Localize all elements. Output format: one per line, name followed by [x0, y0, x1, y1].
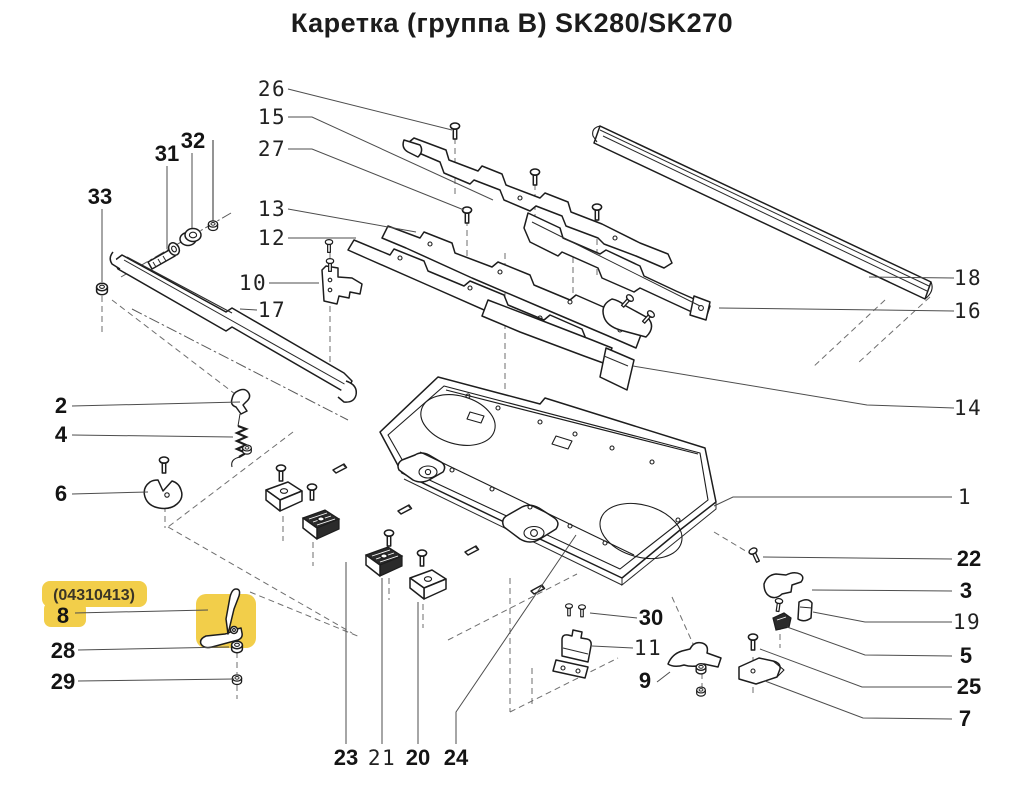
screw-25: [747, 633, 759, 651]
callout-32: 32: [181, 128, 205, 153]
cam-plate-13: [381, 225, 643, 349]
lever-3: [763, 571, 804, 613]
carriage-plate: [379, 376, 717, 587]
code-highlight-box: [42, 581, 147, 607]
leader-16: [718, 307, 955, 312]
leader-18: [868, 276, 955, 279]
bracket-11: [552, 603, 592, 679]
leader-27: [288, 148, 465, 211]
callout-24: 24: [444, 745, 469, 770]
callout-18: 18: [954, 266, 982, 290]
callout-9: 9: [639, 668, 651, 693]
rail-18: [592, 125, 933, 300]
leader-3: [811, 589, 953, 592]
callout-13: 13: [258, 197, 286, 221]
callout-4: 4: [55, 422, 68, 447]
callout-19: 19: [953, 610, 981, 634]
callout-23: 23: [334, 745, 358, 770]
guide-lines: [101, 138, 931, 713]
leader-17: [239, 308, 258, 311]
callout-16: 16: [954, 299, 982, 323]
leader-8: [74, 609, 209, 614]
callout-14: 14: [954, 396, 982, 420]
callout-1: 1: [958, 485, 972, 509]
callout-20: 20: [406, 745, 430, 770]
leader-29: [77, 678, 235, 682]
leader-22: [762, 556, 953, 560]
callout-28: 28: [51, 638, 75, 663]
callout-21: 21: [368, 746, 396, 770]
leader-11: [591, 645, 634, 649]
plate-6: [143, 456, 183, 510]
callout-15: 15: [258, 105, 286, 129]
callout-11: 11: [634, 636, 662, 660]
bracket-9: [667, 641, 722, 697]
callout-7: 7: [959, 706, 971, 731]
leader-28: [77, 646, 230, 651]
plate-14: [481, 299, 635, 391]
leader-4: [71, 434, 234, 438]
callout-30: 30: [639, 605, 663, 630]
part-code-label: (04310413): [53, 587, 135, 604]
leader-2: [71, 401, 241, 407]
slide-blocks: [265, 464, 447, 600]
rail-17: [109, 251, 358, 403]
cap-19: [797, 599, 813, 622]
number-highlight-tab: [44, 602, 86, 627]
leader-24: [455, 534, 577, 744]
leader-30: [589, 612, 638, 619]
plate-7: [738, 657, 785, 685]
rail-16: [523, 212, 711, 321]
callout-22: 22: [957, 546, 981, 571]
lever-8: [199, 588, 243, 649]
bracket-10: [321, 239, 363, 305]
nut-32: [207, 220, 219, 232]
nut-33: [95, 282, 109, 296]
callout-12: 12: [258, 226, 286, 250]
callout-6: 6: [55, 481, 67, 506]
leader-5: [786, 626, 953, 657]
callout-2: 2: [55, 393, 67, 418]
callout-8: 8: [57, 603, 69, 628]
callout-31: 31: [155, 141, 179, 166]
callout-26: 26: [258, 77, 286, 101]
leader-15: [288, 116, 494, 201]
leader-6: [71, 491, 149, 495]
leader-26: [287, 88, 453, 131]
callout-3: 3: [960, 578, 972, 603]
leader-9: [656, 671, 671, 683]
bracket-guide: [602, 292, 657, 338]
leader-25: [759, 648, 952, 688]
callout-10: 10: [239, 271, 267, 295]
leader-19: [812, 611, 952, 623]
washer-32: [179, 227, 202, 247]
callout-17: 17: [258, 298, 286, 322]
clamp-5: [772, 612, 792, 631]
nut-29: [231, 674, 243, 686]
callout-27: 27: [258, 137, 286, 161]
bolt-31: [147, 242, 181, 270]
leader-1: [713, 496, 952, 507]
spring-4: [231, 424, 252, 468]
cam-bar-15: [402, 137, 673, 269]
leader-13: [287, 208, 417, 233]
leader-14: [632, 365, 955, 409]
nut-28: [230, 640, 244, 654]
callout-33: 33: [88, 184, 112, 209]
callout-25: 25: [957, 674, 981, 699]
screw-22: [747, 546, 763, 565]
page-title: Каретка (группа B) SK280/SK270: [290, 8, 734, 38]
lever-2: [230, 388, 251, 427]
callout-29: 29: [51, 669, 75, 694]
leader-7: [764, 680, 953, 720]
callout-5: 5: [960, 643, 972, 668]
